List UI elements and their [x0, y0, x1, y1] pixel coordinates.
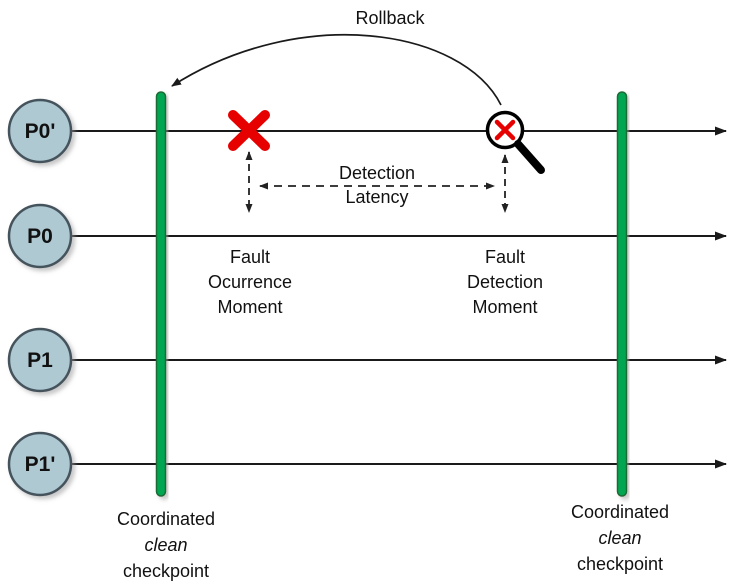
process-circle-p0: [7, 203, 73, 269]
svg-text:Detection: Detection: [339, 163, 415, 183]
svg-text:Coordinated: Coordinated: [117, 509, 215, 529]
svg-text:Latency: Latency: [345, 187, 408, 207]
checkpoint-label-right: Coordinated clean checkpoint: [571, 502, 669, 574]
process-circle-p0prime: [7, 98, 73, 164]
fault-detection-label: Fault Detection Moment: [467, 247, 543, 317]
rollback-arrow: [171, 33, 502, 106]
process-node-p0: P0: [7, 203, 73, 269]
detection-latency-label: Detection Latency: [339, 163, 415, 207]
magnifier-icon: [485, 110, 545, 174]
process-label-p1prime: P1': [25, 453, 56, 476]
process-node-p1: P1: [7, 327, 73, 393]
process-label-p0prime: P0': [25, 120, 56, 143]
process-circle-p1prime: [7, 431, 73, 497]
fault-occurrence-label: Fault Ocurrence Moment: [208, 247, 292, 317]
checkpoint-bar-right: [616, 91, 628, 497]
svg-text:clean: clean: [144, 535, 187, 555]
svg-text:clean: clean: [598, 528, 641, 548]
process-nodes: P0' P0 P1 P1': [7, 98, 73, 497]
svg-text:Moment: Moment: [472, 297, 537, 317]
svg-text:checkpoint: checkpoint: [123, 561, 209, 581]
process-node-p0prime: P0': [7, 98, 73, 164]
process-node-p1prime: P1': [7, 431, 73, 497]
process-label-p0: P0: [27, 225, 53, 248]
process-label-p1: P1: [27, 349, 53, 372]
checkpoint-label-left: Coordinated clean checkpoint: [117, 509, 215, 581]
fault-x-icon: [228, 110, 270, 151]
svg-text:Fault: Fault: [485, 247, 525, 267]
svg-text:Coordinated: Coordinated: [571, 502, 669, 522]
magnifier-handle: [514, 140, 545, 174]
svg-text:Detection: Detection: [467, 272, 543, 292]
svg-text:checkpoint: checkpoint: [577, 554, 663, 574]
svg-text:Fault: Fault: [230, 247, 270, 267]
svg-text:Ocurrence: Ocurrence: [208, 272, 292, 292]
checkpoint-bars: [155, 91, 628, 497]
process-circle-p1: [7, 327, 73, 393]
svg-text:Moment: Moment: [217, 297, 282, 317]
rollback-label: Rollback: [355, 8, 425, 28]
checkpoint-bar-left: [155, 91, 167, 497]
